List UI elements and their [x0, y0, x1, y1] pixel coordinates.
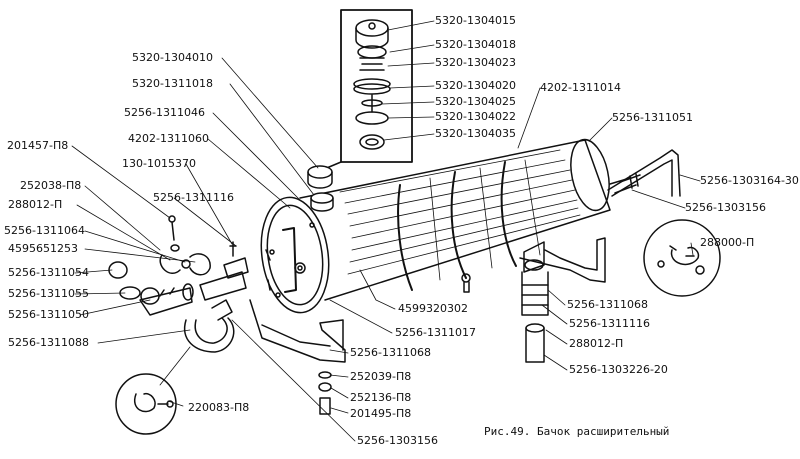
label-288000-p: 288000-П [700, 236, 755, 249]
label-5256-1311088: 5256-1311088 [8, 336, 89, 349]
label-5256-1303156-right: 5256-1303156 [685, 201, 766, 214]
label-5256-1311054: 5256-1311054 [8, 266, 89, 279]
label-5320-1304022: 5320-1304022 [435, 110, 516, 123]
vent-pipe [607, 149, 681, 197]
label-5256-1311051: 5256-1311051 [612, 111, 693, 124]
label-5320-1304025: 5320-1304025 [435, 95, 516, 108]
label-130-1015370: 130-1015370 [122, 157, 196, 170]
label-288012-p-right: 288012-П [569, 337, 624, 350]
left-hose [183, 299, 235, 353]
filler-neck [307, 165, 334, 212]
mounting-bracket-left [249, 299, 346, 363]
left-fittings [108, 215, 271, 316]
label-252136-p8: 252136-П8 [350, 391, 412, 404]
label-5256-1311068-bottom: 5256-1311068 [350, 346, 431, 359]
label-5256-1303156-bottom: 5256-1303156 [357, 434, 438, 447]
label-5320-1304020: 5320-1304020 [435, 79, 516, 92]
label-5320-1304018: 5320-1304018 [435, 38, 516, 51]
label-5320-1304035: 5320-1304035 [435, 127, 516, 140]
label-4599320302: 4599320302 [398, 302, 468, 315]
label-5320-1304023: 5320-1304023 [435, 56, 516, 69]
label-5256-1311050: 5256-1311050 [8, 308, 89, 321]
label-252038-p8: 252038-П8 [20, 179, 82, 192]
label-252039-p8: 252039-П8 [350, 370, 412, 383]
label-5256-1311116-top: 5256-1311116 [153, 191, 234, 204]
label-5256-1303226-20: 5256-1303226-20 [569, 363, 668, 376]
leader-lines [71, 20, 701, 442]
label-5256-1311116-right: 5256-1311116 [569, 317, 650, 330]
label-201457-p8: 201457-П8 [7, 139, 69, 152]
label-5256-1303164-30: 5256-1303164-30 [700, 174, 799, 187]
label-220083-p8: 220083-П8 [188, 401, 250, 414]
figure-caption: Рис.49. Бачок расширительный [484, 425, 670, 438]
label-5256-1311055: 5256-1311055 [8, 287, 89, 300]
clamp-detail-right [643, 219, 721, 297]
label-5320-1304010: 5320-1304010 [132, 51, 213, 64]
label-288012-p-left: 288012-П [8, 198, 63, 211]
label-4595651253: 4595651253 [8, 242, 78, 255]
right-lower-fittings [461, 241, 549, 363]
label-5256-1311017: 5256-1311017 [395, 326, 476, 339]
label-201495-p8: 201495-П8 [350, 407, 412, 420]
label-5256-1311068-right: 5256-1311068 [567, 298, 648, 311]
label-5256-1311046: 5256-1311046 [124, 106, 205, 119]
label-5320-1304015: 5320-1304015 [435, 14, 516, 27]
clamp-detail-left [115, 373, 177, 435]
label-4202-1311060: 4202-1311060 [128, 132, 209, 145]
label-5256-1311064: 5256-1311064 [4, 224, 85, 237]
mounting-bracket-right [519, 237, 606, 283]
tank-body [260, 138, 611, 314]
filler-cap-inset [309, 9, 413, 176]
label-5320-1311018: 5320-1311018 [132, 77, 213, 90]
bottom-bolt-stack [318, 371, 332, 415]
label-4202-1311014: 4202-1311014 [540, 81, 621, 94]
